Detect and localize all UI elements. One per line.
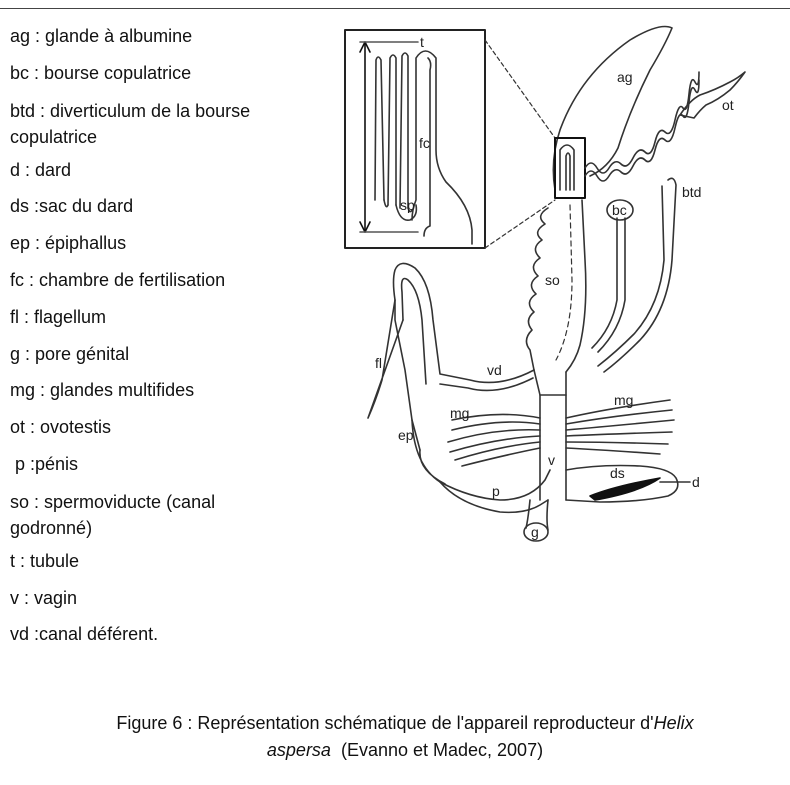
legend-item-vd: vd :canal déférent. <box>10 624 340 646</box>
legend-item-v: v : vagin <box>10 588 340 610</box>
top-rule <box>0 8 790 9</box>
spermoviduct-right <box>566 200 586 372</box>
legend-item-so-line1: so : spermoviducte (canal <box>10 489 335 515</box>
legend-item-ep: ep : épiphallus <box>10 233 340 255</box>
flagellum <box>368 300 403 418</box>
zoom-rect-loop <box>560 145 574 190</box>
legend-item-so: so : spermoviducte (canal godronné) <box>10 489 335 541</box>
inset-tubule-3 <box>400 53 408 208</box>
vas-deferens-inner <box>402 279 533 391</box>
legend-item-ds: ds :sac du dard <box>10 196 340 218</box>
legend-item-btd-line1: btd : diverticulum de la bourse <box>10 98 335 124</box>
label-ag: ag <box>617 69 633 85</box>
legend-item-so-line2: godronné) <box>10 515 335 541</box>
vagina <box>540 395 566 500</box>
inset-tubule-1 <box>375 57 384 200</box>
label-fc: fc <box>419 135 430 151</box>
dart <box>590 478 660 500</box>
legend-item-ot: ot : ovotestis <box>10 417 340 439</box>
figure-caption: Figure 6 : Représentation schématique de… <box>20 710 790 764</box>
legend-item-fl: fl : flagellum <box>10 307 340 329</box>
multifid-gland-left <box>448 414 540 466</box>
label-ot: ot <box>722 97 734 113</box>
label-t: t <box>420 34 424 50</box>
vagina-upper <box>534 370 566 395</box>
label-sp: sp <box>400 197 415 213</box>
label-p: p <box>492 483 500 499</box>
label-mg-left: mg <box>450 405 469 421</box>
zoom-line-1 <box>485 40 555 138</box>
legend-list: ag : glande à albumine bc : bourse copul… <box>10 26 340 661</box>
multifid-gland-right <box>566 400 674 454</box>
legend-item-fc: fc : chambre de fertilisation <box>10 270 340 292</box>
label-btd: btd <box>682 184 701 200</box>
label-vd: vd <box>487 362 502 378</box>
legend-item-d: d : dard <box>10 160 340 182</box>
label-mg-right: mg <box>614 392 633 408</box>
label-v: v <box>548 452 555 468</box>
caption-species-epithet: aspersa <box>267 740 331 760</box>
label-g: g <box>531 524 539 540</box>
caption-suffix: (Evanno et Madec, 2007) <box>331 740 543 760</box>
caption-species-genus: Helix <box>654 713 694 733</box>
label-d: d <box>692 474 700 490</box>
bursa-diverticulum <box>598 178 676 372</box>
label-bc: bc <box>612 202 627 218</box>
bursa-duct <box>592 218 625 352</box>
legend-item-btd-line2: copulatrice <box>10 124 335 150</box>
legend-item-ag: ag : glande à albumine <box>10 26 340 48</box>
legend-item-btd: btd : diverticulum de la bourse copulatr… <box>10 98 335 150</box>
ovotestis-duct-2 <box>585 80 699 181</box>
legend-item-mg: mg : glandes multifides <box>10 380 340 402</box>
spermoviduct <box>526 208 548 370</box>
label-ds: ds <box>610 465 625 481</box>
label-fl: fl <box>375 355 382 371</box>
legend-item-p: p :pénis <box>10 454 340 476</box>
caption-prefix: Figure 6 : Représentation schématique de… <box>116 713 653 733</box>
legend-item-g: g : pore génital <box>10 344 340 366</box>
legend-item-bc: bc : bourse copulatrice <box>10 63 340 85</box>
inset-tubule-2 <box>388 55 396 205</box>
reproductive-system-diagram: t fc sp ag ot btd bc so fl vd mg mg ep v… <box>340 20 780 580</box>
label-so: so <box>545 272 560 288</box>
albumin-gland <box>553 27 672 191</box>
label-ep: ep <box>398 427 414 443</box>
legend-item-t: t : tubule <box>10 551 340 573</box>
epiphallus <box>412 420 550 500</box>
